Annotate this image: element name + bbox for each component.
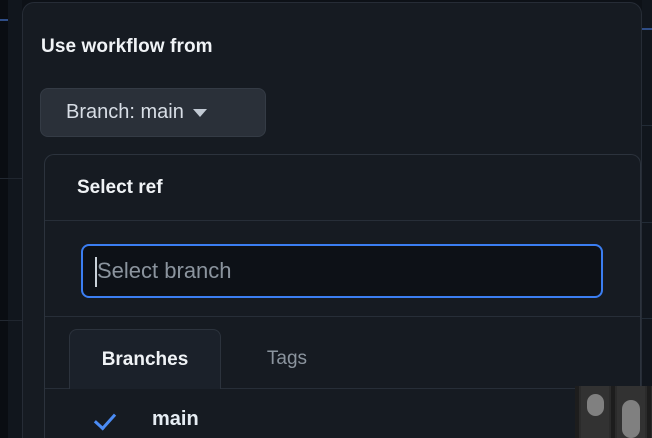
- background-right-accent-rule: [642, 28, 652, 30]
- select-ref-dropdown: Select ref Select branch Branches Tags m…: [44, 154, 641, 438]
- scrollbar-edge: [647, 386, 651, 438]
- branch-search-input[interactable]: Select branch: [81, 244, 603, 298]
- background-left-column: [8, 0, 22, 438]
- scrollbar-thumb[interactable]: [587, 394, 604, 416]
- scrollbar-edge: [575, 386, 579, 438]
- check-icon: [95, 406, 121, 432]
- branch-search-placeholder: Select branch: [97, 258, 232, 283]
- select-ref-header: Select ref: [45, 155, 640, 221]
- ref-tablist: Branches Tags: [45, 317, 640, 389]
- branch-list: main: [45, 389, 640, 438]
- scrollbar-thumb[interactable]: [622, 400, 640, 438]
- page-title: Use workflow from: [41, 36, 213, 57]
- tab-underline: [45, 388, 640, 389]
- tab-branches[interactable]: Branches: [69, 329, 221, 389]
- select-ref-search-area: Select branch: [45, 221, 640, 317]
- scrollbar-region: [575, 386, 652, 438]
- branch-selector-button[interactable]: Branch: main: [40, 88, 266, 137]
- branch-selector-label: Branch: main: [66, 101, 184, 123]
- list-item[interactable]: main: [45, 395, 640, 438]
- background-accent-rule: [0, 19, 8, 21]
- background-right-rule: [642, 318, 652, 319]
- list-item-label: main: [152, 407, 199, 430]
- use-workflow-popover: Use workflow from Branch: main Select re…: [22, 2, 642, 438]
- background-right-column: [642, 0, 652, 438]
- text-cursor: [95, 257, 97, 287]
- chevron-down-icon: [192, 108, 207, 117]
- background-right-rule: [642, 222, 652, 223]
- tab-tags[interactable]: Tags: [266, 348, 308, 369]
- scrollbar-edge: [611, 386, 615, 438]
- background-left-strip: [0, 0, 8, 438]
- background-rule: [0, 178, 8, 179]
- background-right-rule: [642, 125, 652, 126]
- background-column-rule: [8, 178, 22, 179]
- background-rule: [0, 320, 8, 321]
- select-ref-title: Select ref: [77, 176, 163, 198]
- background-column-rule: [8, 320, 22, 321]
